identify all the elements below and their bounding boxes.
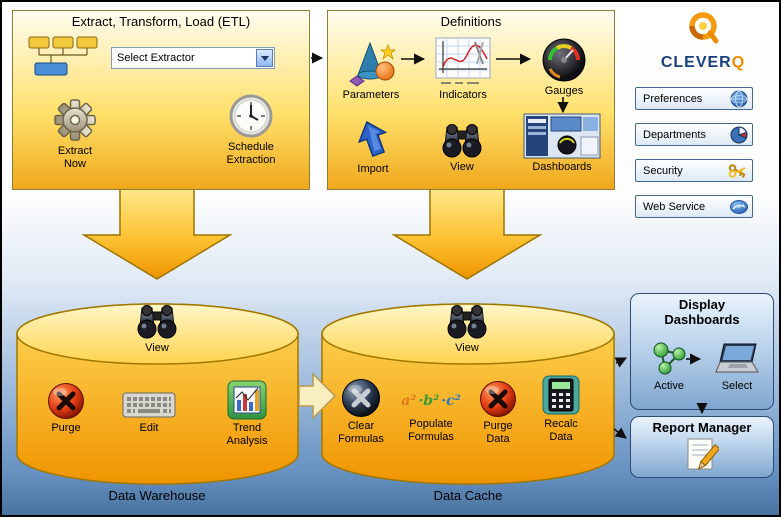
laptop-icon [715,343,759,373]
gauges-item[interactable]: Gauges [534,37,594,98]
schedule-extraction-item[interactable]: Schedule Extraction [201,93,301,167]
departments-label: Departments [643,128,706,141]
arrow-cache-to-display-dashboards [614,357,628,368]
etl-panel-title: Extract, Transform, Load (ETL) [71,14,251,29]
definitions-flow-arrow [391,187,543,280]
calculator-icon [542,375,580,415]
purge-item[interactable]: Purge [38,382,94,435]
active-molecule-icon [653,342,686,375]
definitions-panel: Definitions Parameters [327,10,615,190]
dropdown-arrow-button[interactable] [256,49,273,67]
definitions-view-label: View [450,161,474,173]
security-button[interactable]: Security [635,159,753,182]
purge-data-item[interactable]: Purge Data [470,380,526,446]
select-item[interactable]: Select [707,342,767,393]
purge-x-icon [48,383,84,419]
web-service-button[interactable]: Web Service [635,195,753,218]
report-manager-box[interactable]: Report Manager [630,416,774,478]
globe-icon [730,90,748,107]
gauges-label: Gauges [544,85,584,97]
warehouse-view-label: View [145,342,169,354]
clear-formulas-item[interactable]: Clear Formulas [330,378,392,446]
recalc-data-item[interactable]: Recalc Data [530,374,592,444]
clear-formulas-label: Clear Formulas [338,420,384,446]
report-manager-title: Report Manager [652,420,752,435]
active-item[interactable]: Active [641,338,697,393]
formula-a: a² [401,393,417,409]
warehouse-view-item[interactable]: View [124,302,190,355]
import-icon [357,121,388,158]
recalc-data-label: Recalc Data [544,418,578,444]
formula-icon: a² ·b² ·c² [401,386,461,416]
purge-data-label: Purge Data [483,420,513,446]
web-service-label: Web Service [643,200,706,213]
gauges-icon [542,38,586,82]
logo-clever-text: CLEVER [660,54,732,71]
cache-view-item[interactable]: View [434,302,500,355]
gear-icon [54,99,96,141]
dashboards-thumbnail-icon [523,113,601,159]
cache-view-label: View [455,342,479,354]
cleverq-wordmark: CLEVERQ [632,54,774,72]
indicators-icon [435,37,491,84]
arrow-cache-to-report-manager [613,427,627,439]
report-writing-icon [687,438,721,470]
schedule-extraction-label: Schedule Extraction [226,141,276,167]
binoculars-icon [447,305,487,339]
indicators-item[interactable]: Indicators [426,37,500,102]
keys-icon [728,163,746,178]
extractor-dropdown[interactable]: Select Extractor [111,47,275,69]
trend-analysis-item[interactable]: Trend Analysis [214,380,280,448]
formula-b: ·b² [418,393,440,409]
data-cache-title: Data Cache [433,488,503,503]
display-dashboards-title: Display Dashboards [664,297,740,327]
web-service-icon [730,199,748,214]
dashboards-label: Dashboards [532,161,592,173]
indicators-label: Indicators [439,89,487,101]
dashboards-item[interactable]: Dashboards [516,113,608,174]
clock-icon [229,94,273,138]
cleverq-q-icon [689,12,719,44]
departments-button[interactable]: Departments [635,123,753,146]
preferences-button[interactable]: Preferences [635,87,753,110]
definitions-view-item[interactable]: View [428,121,496,174]
purge-label: Purge [51,422,81,434]
data-warehouse-title: Data Warehouse [108,488,206,503]
populate-formulas-label: Populate Formulas [408,418,454,444]
import-label: Import [357,163,389,175]
cleverq-logo: CLEVERQ [632,10,774,72]
edit-label: Edit [139,422,159,434]
trend-analysis-label: Trend Analysis [226,422,268,448]
chevron-down-icon [260,55,269,61]
extractor-dropdown-value: Select Extractor [117,52,195,64]
display-dashboards-box[interactable]: Display Dashboards Active Select [630,293,774,410]
formula-c: ·c² [441,393,461,409]
parameters-item[interactable]: Parameters [336,35,406,102]
extract-now-label: Extract Now [57,145,93,171]
org-chart-icon [27,35,103,86]
etl-flow-arrow [81,187,233,280]
preferences-label: Preferences [643,92,703,105]
keyboard-icon [122,392,176,418]
extract-now-item[interactable]: Extract Now [29,97,121,171]
edit-item[interactable]: Edit [114,390,184,435]
pie-chart-icon [730,125,748,143]
select-label: Select [721,380,753,392]
trend-chart-icon [227,380,267,420]
purge-data-x-icon [480,381,516,417]
security-label: Security [643,164,683,177]
binoculars-icon [137,305,177,339]
binoculars-icon [442,124,482,158]
populate-formulas-item[interactable]: a² ·b² ·c² Populate Formulas [396,386,466,444]
import-item[interactable]: Import [342,117,404,176]
parameters-icon [349,41,397,87]
logo-q-text: Q [731,54,746,71]
parameters-label: Parameters [342,89,400,101]
etl-panel: Extract, Transform, Load (ETL) Select Ex… [12,10,310,190]
definitions-panel-title: Definitions [440,14,502,29]
active-label: Active [654,380,684,392]
clear-formulas-x-icon [342,379,380,417]
